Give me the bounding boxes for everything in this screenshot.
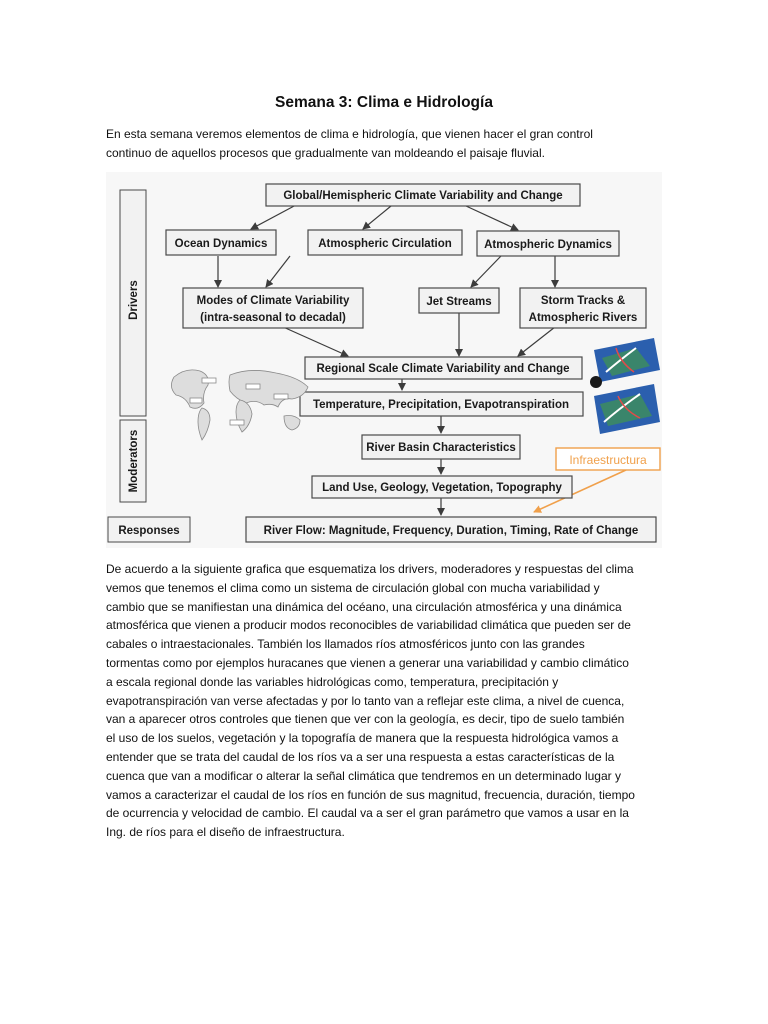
intro-line: En esta semana veremos elementos de clim… <box>106 127 593 141</box>
node-infraestructura: Infraestructura <box>555 447 661 471</box>
node-atmospheric-circulation-label: Atmospheric Circulation <box>318 238 452 250</box>
node-ocean-dynamics-label: Ocean Dynamics <box>175 238 268 250</box>
node-river-flow: River Flow: Magnitude, Frequency, Durati… <box>245 516 657 543</box>
moderators-label-box: Moderators <box>119 419 147 503</box>
globe-icon <box>590 376 602 388</box>
node-land-use-label: Land Use, Geology, Vegetation, Topograph… <box>322 482 562 494</box>
responses-label-box: Responses <box>107 516 191 543</box>
node-river-basin: River Basin Characteristics <box>361 434 521 460</box>
node-atmospheric-dynamics: Atmospheric Dynamics <box>476 230 620 257</box>
body-line: entender que se trata del caudal de los … <box>106 749 615 764</box>
responses-label: Responses <box>118 525 179 537</box>
node-river-flow-label: River Flow: Magnitude, Frequency, Durati… <box>264 525 639 537</box>
node-storm-tracks-line1: Storm Tracks & <box>541 295 625 307</box>
node-atmospheric-dynamics-label: Atmospheric Dynamics <box>484 239 612 251</box>
moderators-label: Moderators <box>128 430 140 493</box>
node-modes-line2: (intra-seasonal to decadal) <box>200 312 346 324</box>
body-line: atmosférica que vienen a producir modos … <box>106 618 631 633</box>
body-line: Ing. de ríos para el diseño de infraestr… <box>106 825 345 840</box>
body-line: vemos que tenemos el clima como un siste… <box>106 580 600 595</box>
node-temperature-precipitation: Temperature, Precipitation, Evapotranspi… <box>299 391 584 417</box>
world-map-image <box>171 369 309 441</box>
drivers-label: Drivers <box>128 280 140 320</box>
intro-paragraph: En esta semana veremos elementos de clim… <box>106 125 666 163</box>
body-paragraph: De acuerdo a la siguiente grafica que es… <box>106 560 666 842</box>
node-infraestructura-label: Infraestructura <box>569 453 647 467</box>
node-global-label: Global/Hemispheric Climate Variability a… <box>283 190 562 202</box>
node-regional-climate: Regional Scale Climate Variability and C… <box>304 356 583 380</box>
body-line: De acuerdo a la siguiente grafica que es… <box>106 562 634 576</box>
node-regional-climate-label: Regional Scale Climate Variability and C… <box>316 363 569 375</box>
infraestructura-arrow <box>533 469 627 513</box>
body-line: cuenca que van a modificar o alterar la … <box>106 768 621 783</box>
drivers-label-box: Drivers <box>119 189 147 417</box>
node-global: Global/Hemispheric Climate Variability a… <box>265 183 581 207</box>
body-line: a escala regional donde las variables hi… <box>106 674 559 689</box>
node-jet-streams: Jet Streams <box>418 287 500 314</box>
satellite-image-top <box>594 338 660 382</box>
satellite-image-bottom <box>594 384 660 434</box>
node-land-use: Land Use, Geology, Vegetation, Topograph… <box>311 475 573 499</box>
body-line: el uso de los suelos, vegetación y la to… <box>106 731 619 746</box>
node-storm-tracks: Storm Tracks & Atmospheric Rivers <box>519 287 647 329</box>
body-line: evapotranspiración van verse afectadas y… <box>106 693 625 708</box>
node-modes-line1: Modes of Climate Variability <box>197 295 350 307</box>
node-temperature-precipitation-label: Temperature, Precipitation, Evapotranspi… <box>313 399 569 411</box>
body-line: cambio que se manifiestan una dinámica d… <box>106 599 622 614</box>
body-line: vamos a caracterizar el caudal de los rí… <box>106 787 635 802</box>
body-line: de ocurrencia y velocidad de cambio. El … <box>106 806 629 821</box>
node-storm-tracks-line2: Atmospheric Rivers <box>529 312 638 324</box>
climate-hydrology-diagram: Drivers Moderators Responses <box>106 172 662 548</box>
body-line: tormentas como por ejemplos huracanes qu… <box>106 655 629 670</box>
node-atmospheric-circulation: Atmospheric Circulation <box>307 229 463 256</box>
node-modes-of-climate-variability: Modes of Climate Variability (intra-seas… <box>182 287 364 329</box>
node-jet-streams-label: Jet Streams <box>426 296 491 308</box>
body-line: van a aparecer otros controles que tiene… <box>106 712 625 727</box>
node-river-basin-label: River Basin Characteristics <box>366 442 516 454</box>
body-line: cabales o intraestacionales. También los… <box>106 637 585 652</box>
intro-line: continuo de aquellos procesos que gradua… <box>106 146 545 160</box>
node-ocean-dynamics: Ocean Dynamics <box>165 229 277 256</box>
page-title: Semana 3: Clima e Hidrología <box>275 94 493 111</box>
